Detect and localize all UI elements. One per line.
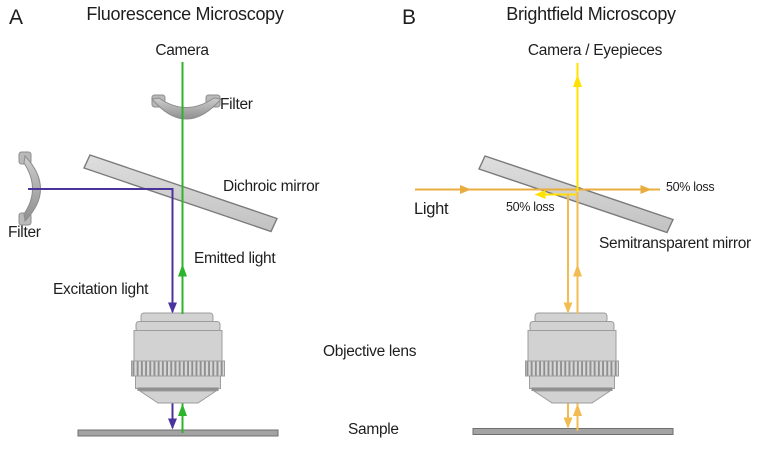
returning-beam-up bbox=[573, 192, 582, 431]
reflected-loss-beam bbox=[534, 190, 578, 199]
objective-lens-a bbox=[131, 312, 225, 404]
loss-transmitted-label: 50% loss bbox=[666, 180, 715, 194]
emission-filter-shape bbox=[151, 94, 222, 120]
transmitted-loss-beam bbox=[578, 185, 660, 194]
sample-stage-a bbox=[77, 429, 279, 437]
objective-lens-b bbox=[525, 312, 619, 404]
excitation-light-beam bbox=[28, 188, 177, 430]
light-label: Light bbox=[414, 200, 449, 218]
excitation-filter-shape bbox=[18, 151, 41, 226]
emitted-light-beam bbox=[178, 62, 187, 433]
camera-label-a: Camera bbox=[155, 42, 209, 59]
emitted-light-label: Emitted light bbox=[194, 250, 276, 267]
panel-a-letter: A bbox=[9, 6, 23, 29]
panel-b-letter: B bbox=[402, 6, 416, 29]
objective-lens-label: Objective lens bbox=[323, 343, 417, 360]
panel-b-title: Brightfield Microscopy bbox=[506, 4, 676, 24]
sample-label: Sample bbox=[348, 421, 399, 438]
semitransparent-mirror-label: Semitransparent mirror bbox=[599, 235, 751, 252]
panel-a-title: Fluorescence Microscopy bbox=[86, 4, 284, 24]
excitation-light-label: Excitation light bbox=[53, 281, 149, 298]
dichroic-mirror-shape bbox=[83, 154, 278, 233]
sample-stage-b bbox=[472, 428, 674, 435]
illumination-beam-down bbox=[563, 194, 573, 429]
dichroic-mirror-label: Dichroic mirror bbox=[223, 178, 320, 195]
camera-beam bbox=[573, 63, 582, 192]
illumination-beam-in bbox=[415, 185, 577, 194]
loss-reflected-label: 50% loss bbox=[506, 200, 555, 214]
filter-top-label: Filter bbox=[220, 96, 253, 113]
filter-left-label: Filter bbox=[8, 224, 41, 241]
camera-eyepieces-label: Camera / Eyepieces bbox=[527, 42, 663, 59]
